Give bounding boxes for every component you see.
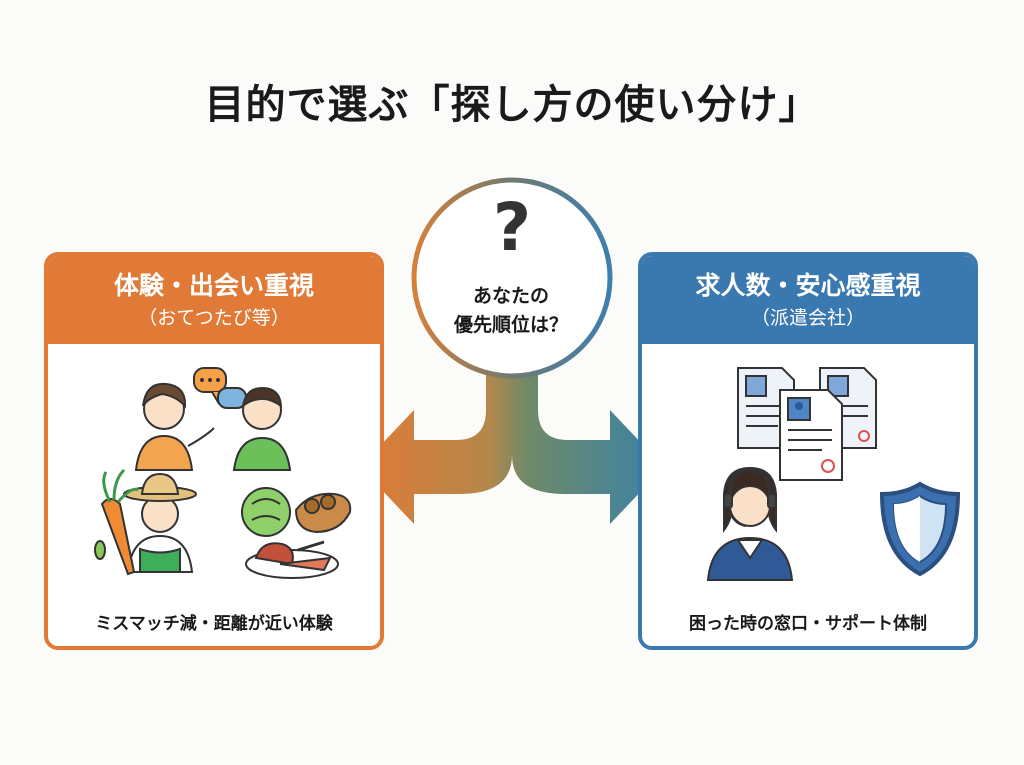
left-card-body: ミスマッチ減・距離が近い体験 <box>48 344 380 646</box>
right-card-header: 求人数・安心感重視 （派遣会社） <box>642 256 974 344</box>
shield-icon <box>879 481 961 577</box>
left-card-caption: ミスマッチ減・距離が近い体験 <box>95 614 333 634</box>
right-card-body: 困った時の窓口・サポート体制 <box>642 344 974 646</box>
branch-arrow-icon <box>360 372 664 524</box>
left-option-card: 体験・出会い重視 （おてつたび等） <box>44 252 384 650</box>
chat-bubble-icon <box>193 367 247 409</box>
question-line-2: 優先順位は？ <box>453 314 568 336</box>
right-card-title: 求人数・安心感重視 <box>695 271 921 300</box>
farmer-icon <box>94 468 197 576</box>
vegetables-icon <box>241 487 352 537</box>
page-title: 目的で選ぶ「探し方の使い分け」 <box>204 82 820 128</box>
support-operator-icon <box>706 466 794 581</box>
question-circle <box>411 177 613 379</box>
talking-people-icon <box>134 382 292 471</box>
job-documents-icon <box>737 367 877 481</box>
question-line-1: あなたの <box>472 285 549 307</box>
question-mark-icon: ? <box>492 189 532 266</box>
right-card-subtitle: （派遣会社） <box>750 307 865 329</box>
food-plate-icon <box>245 540 339 579</box>
left-card-header: 体験・出会い重視 （おてつたび等） <box>48 256 380 344</box>
right-card-caption: 困った時の窓口・サポート体制 <box>689 614 927 634</box>
right-option-card: 求人数・安心感重視 （派遣会社） <box>638 252 978 650</box>
left-card-subtitle: （おてつたび等） <box>138 307 290 329</box>
left-card-title: 体験・出会い重視 <box>113 271 314 300</box>
